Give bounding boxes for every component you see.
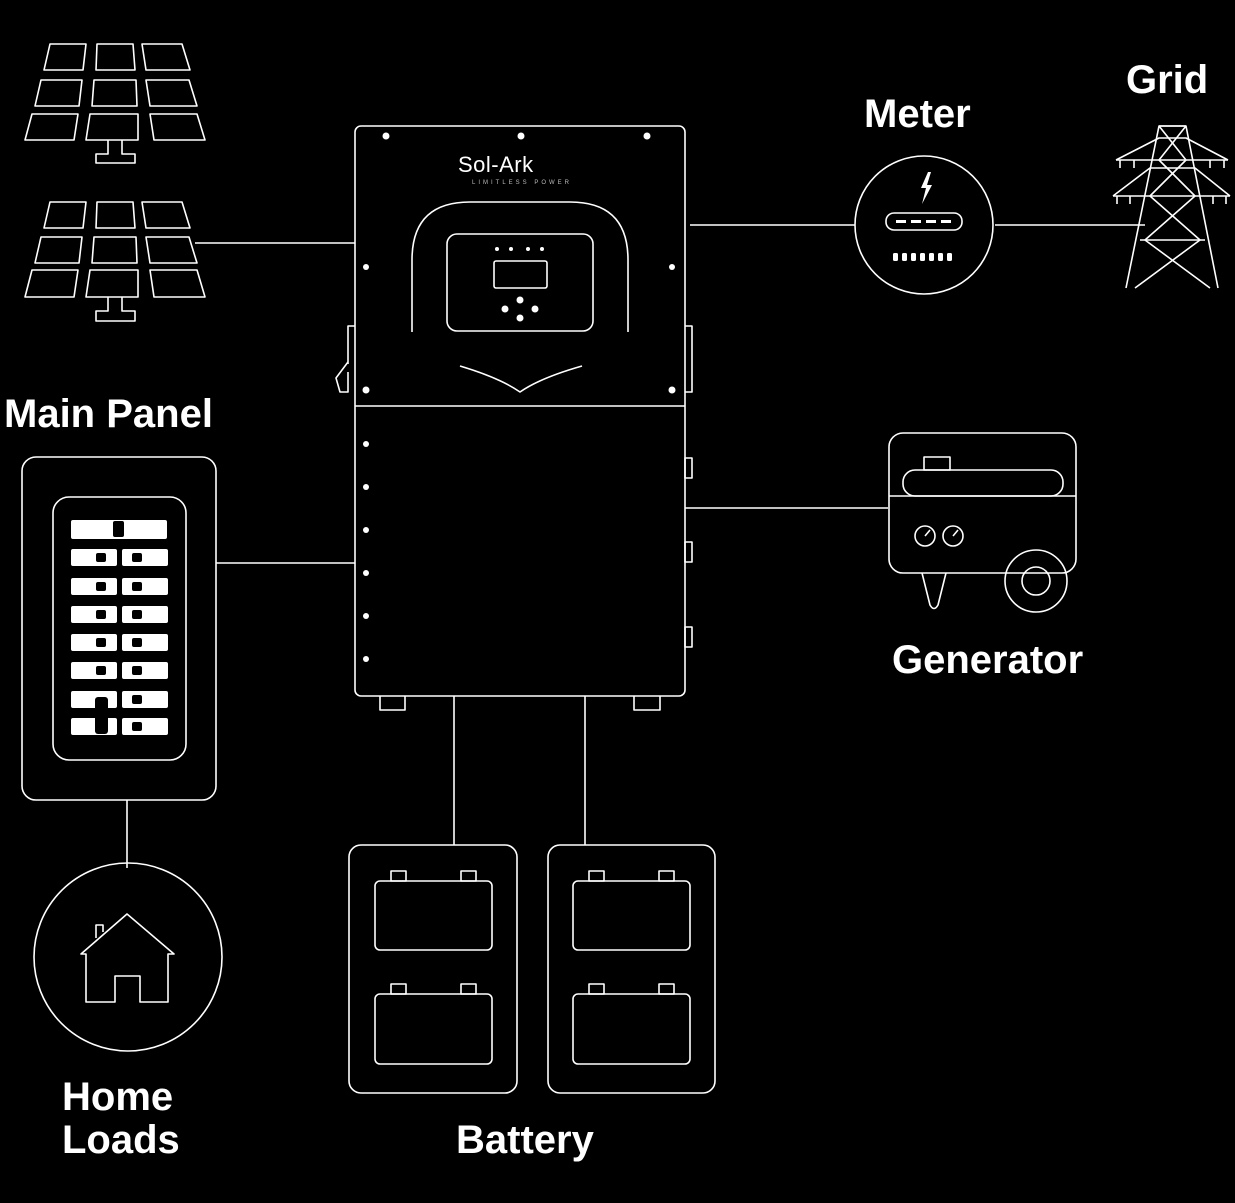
home-loads-label-line2: Loads: [62, 1118, 180, 1162]
solar-panel-icon: [25, 202, 205, 321]
lightning-bolt-icon: [921, 172, 932, 204]
transmission-tower-icon: [1113, 126, 1230, 288]
generator-icon: [889, 433, 1076, 612]
battery-label: Battery: [456, 1118, 594, 1162]
breaker-panel-icon: [22, 457, 216, 800]
grid-label: Grid: [1126, 58, 1209, 102]
meter-label: Meter: [864, 92, 971, 136]
inverter-details: [362, 132, 676, 662]
inverter-icon: [336, 126, 692, 710]
connection-lines: [127, 225, 1145, 868]
breaker-panel-toggles: [95, 521, 142, 734]
main-panel-label: Main Panel: [4, 392, 213, 436]
meter-icon: [855, 156, 993, 294]
battery-icon: [548, 845, 715, 1093]
generator-label: Generator: [892, 638, 1084, 682]
inverter-tagline: LIMITLESS POWER: [472, 180, 573, 186]
home-loads-label-line1: Home: [62, 1075, 174, 1119]
home-loads-label: Home Loads: [62, 1076, 180, 1162]
battery-icon: [349, 845, 517, 1093]
meter-details: [893, 172, 952, 261]
solar-panel-icon: [25, 44, 205, 163]
house-icon: [34, 863, 222, 1051]
inverter-brand-logo: Sol-Ark: [458, 152, 534, 177]
breaker-panel-switches: [71, 520, 168, 735]
